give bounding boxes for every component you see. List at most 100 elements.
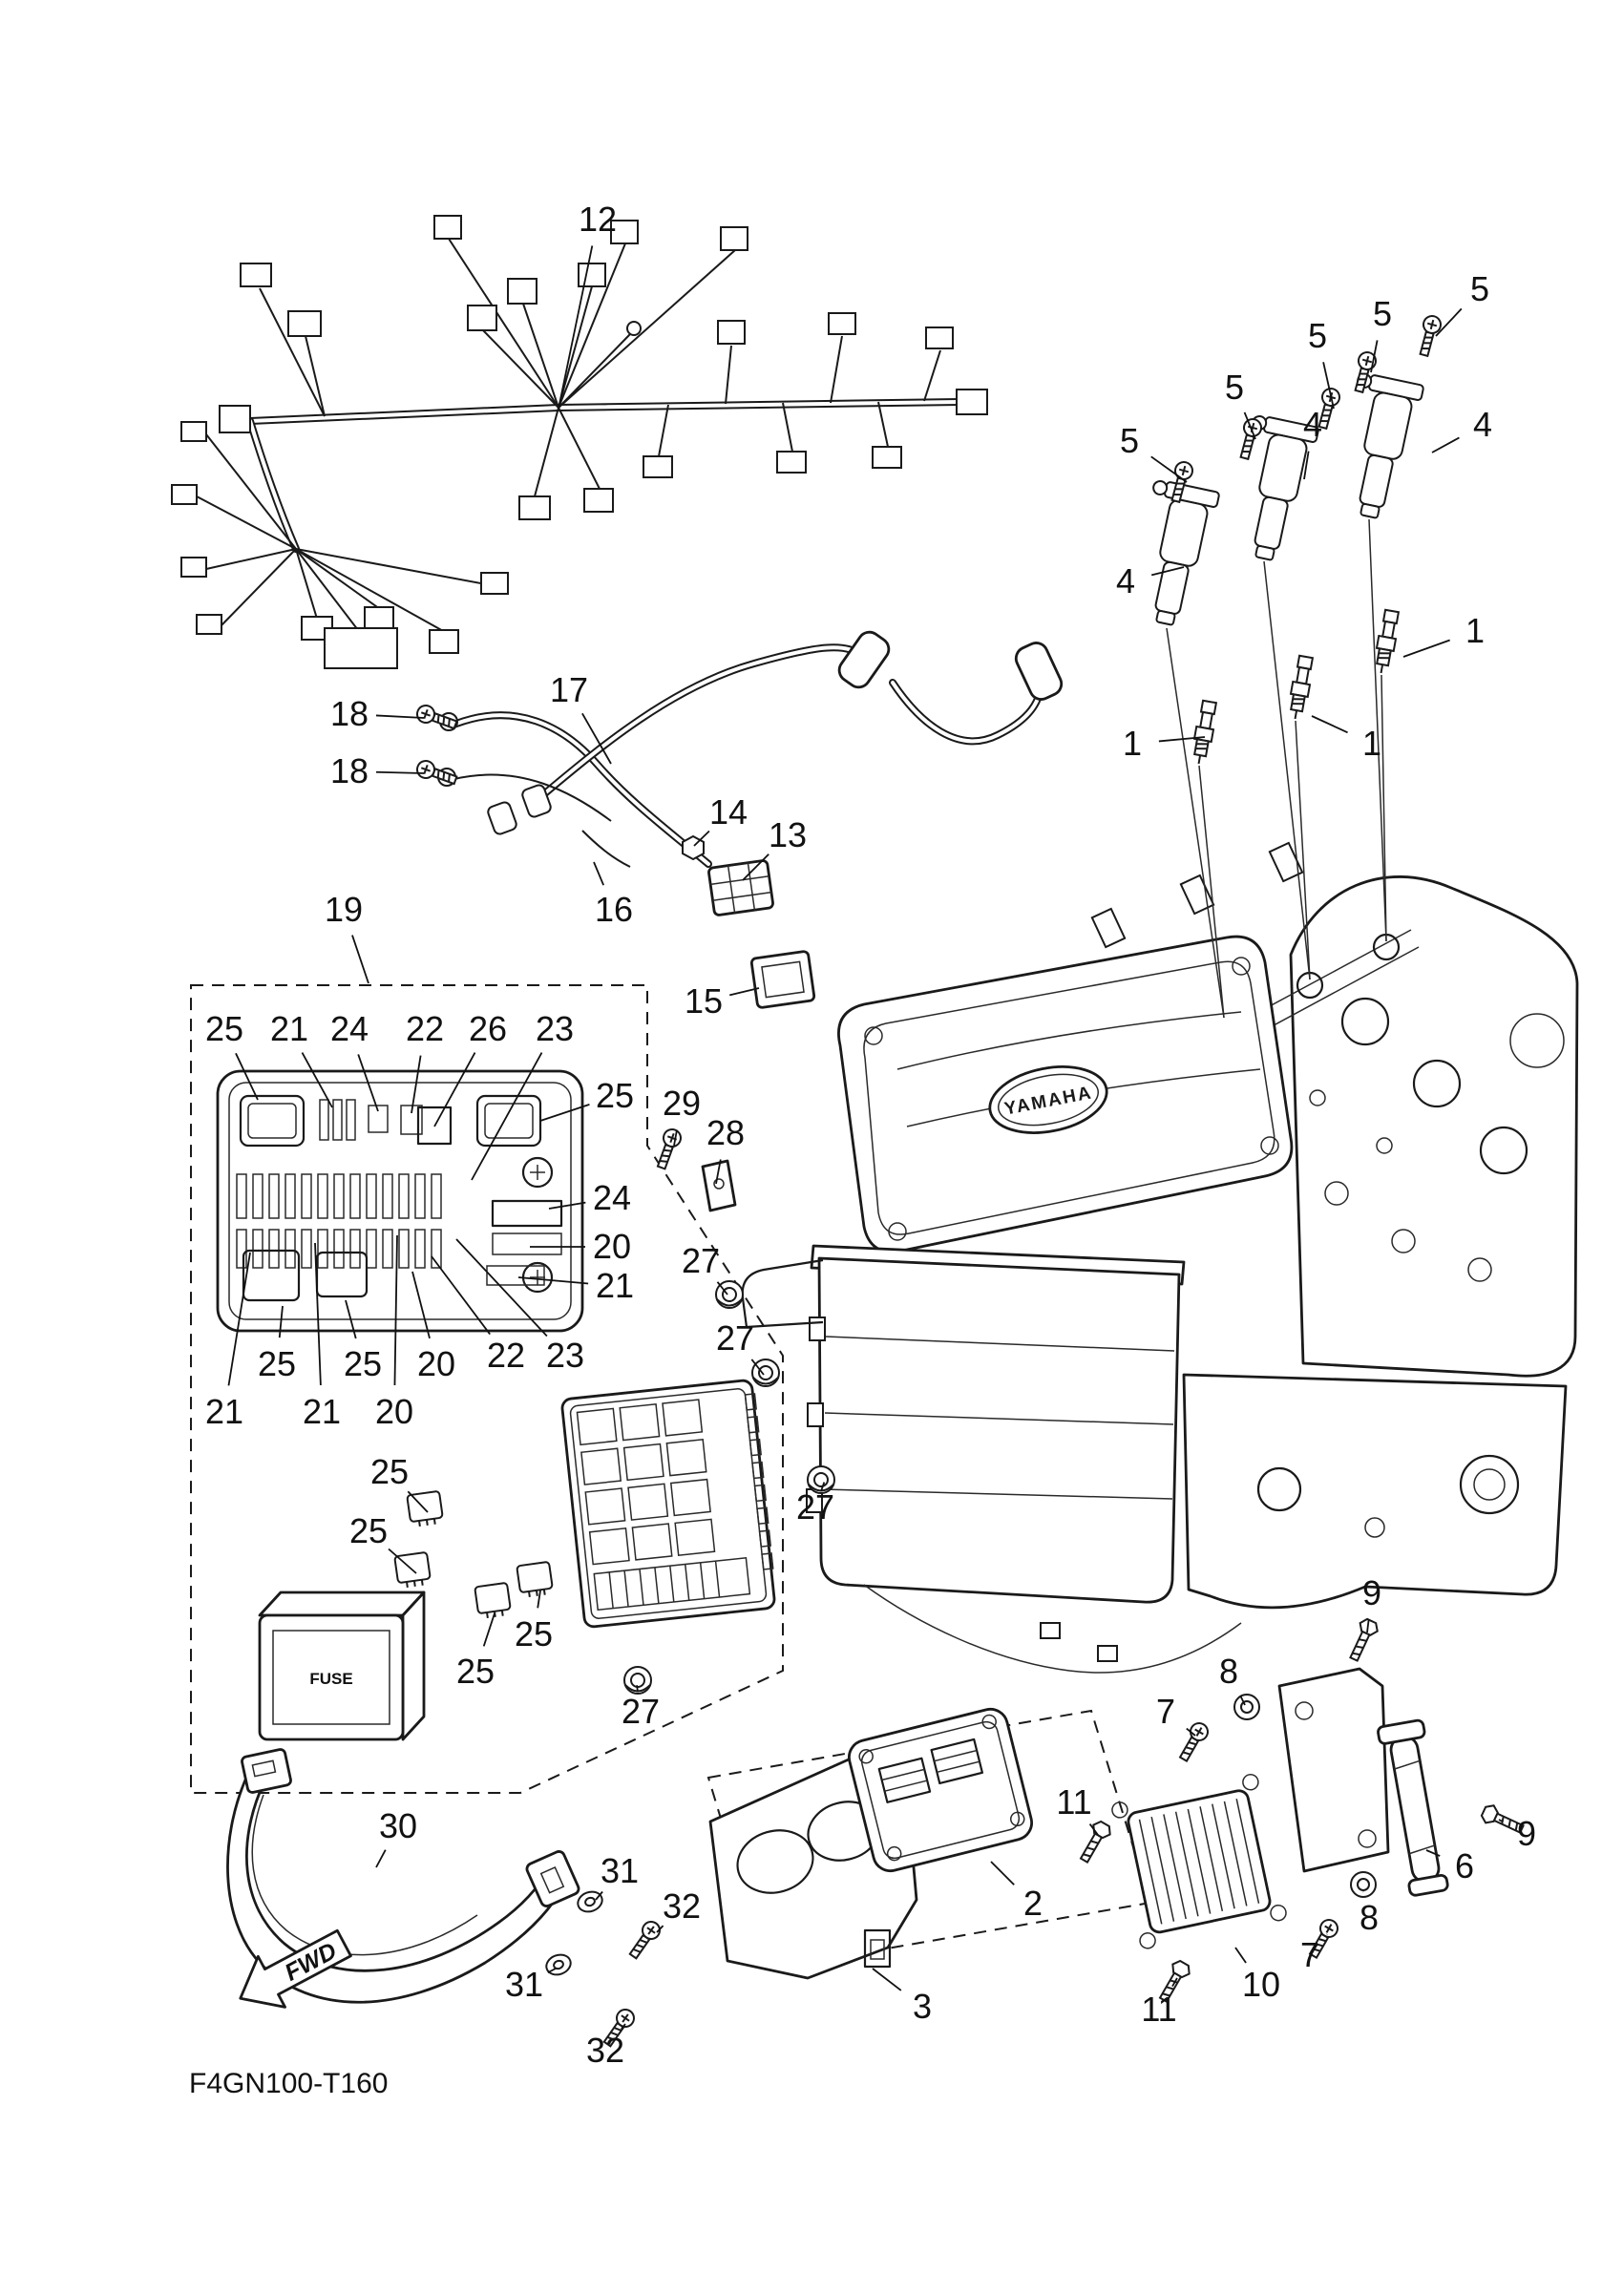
callout-9: 9	[1517, 1814, 1536, 1853]
callout-leader-24	[357, 1054, 379, 1112]
spark-plug	[1285, 654, 1316, 722]
callout-1: 1	[1362, 724, 1381, 763]
callout-17: 17	[550, 670, 588, 709]
callout-leader-3	[872, 1968, 902, 1991]
callout-leader-21	[517, 1276, 589, 1285]
callout-leader-31	[595, 1890, 603, 1901]
callout-leader-25	[278, 1305, 284, 1338]
callout-leader-12	[558, 245, 594, 410]
callout-5: 5	[1470, 269, 1489, 308]
ignition-group	[1125, 312, 1444, 1019]
spacer	[1233, 1694, 1260, 1720]
callout-leader-7	[1186, 1727, 1196, 1737]
wiring-harness	[171, 215, 988, 669]
callout-15: 15	[685, 981, 723, 1021]
fuse-box	[216, 1069, 584, 1333]
callout-22: 22	[406, 1009, 444, 1048]
callout-16: 16	[595, 890, 633, 929]
callout-18: 18	[330, 694, 369, 733]
callout-11: 11	[1056, 1782, 1091, 1822]
callout-leader-24	[548, 1201, 586, 1210]
callout-leader-5	[1435, 307, 1463, 337]
callout-leader-27	[820, 1482, 826, 1492]
callout-leader-10	[1234, 1947, 1247, 1964]
injectors	[1090, 841, 1304, 949]
callout-13: 13	[769, 815, 807, 854]
callout-25: 25	[258, 1344, 296, 1383]
callout-27: 27	[682, 1241, 720, 1280]
relay	[474, 1581, 513, 1621]
coil-bolt	[1414, 312, 1444, 359]
callout-28: 28	[706, 1113, 745, 1152]
bracket-bolt	[1343, 1615, 1381, 1665]
joint-connector	[707, 859, 774, 916]
callout-4: 4	[1303, 405, 1322, 444]
callout-22: 22	[487, 1336, 525, 1375]
callout-3: 3	[913, 1987, 932, 2026]
callout-21: 21	[596, 1266, 634, 1305]
mount-bracket	[1277, 1667, 1449, 1897]
callout-24: 24	[593, 1178, 631, 1217]
callout-leader-11	[1171, 1977, 1178, 1988]
callout-20: 20	[593, 1227, 631, 1266]
callout-leader-18	[375, 770, 425, 774]
spark-plug	[1189, 699, 1219, 767]
callout-2: 2	[1023, 1884, 1043, 1923]
callout-leader-1	[1402, 639, 1450, 658]
callout-leader-5	[1243, 411, 1256, 440]
callout-31: 31	[601, 1851, 639, 1890]
callout-leader-18	[375, 714, 425, 719]
battery-cable-assembly	[413, 630, 1064, 1009]
spark-plug	[1371, 608, 1402, 676]
callout-6: 6	[1455, 1846, 1474, 1885]
callout-18: 18	[330, 751, 369, 790]
callout-7: 7	[1300, 1935, 1319, 1974]
engine-emblem: YAMAHA	[988, 1065, 1108, 1134]
callout-leader-2	[990, 1861, 1015, 1885]
callout-leader-23	[471, 1052, 543, 1181]
callout-32: 32	[586, 2031, 624, 2070]
callout-leader-8	[1239, 1695, 1246, 1706]
callout-leader-6	[1425, 1849, 1441, 1857]
callout-leader-27	[750, 1359, 765, 1376]
callout-leader-5	[1150, 455, 1188, 483]
callout-leader-25	[537, 1590, 541, 1609]
callout-leader-4	[1150, 566, 1185, 577]
callout-5: 5	[1373, 294, 1392, 333]
callout-leader-9	[1498, 1819, 1504, 1822]
cable-boot	[837, 630, 891, 689]
callout-8: 8	[1360, 1898, 1379, 1937]
callout-leader-20	[393, 1234, 398, 1386]
callout-leader-32	[621, 2023, 626, 2031]
callout-27: 27	[622, 1692, 660, 1731]
callout-leader-9	[1366, 1619, 1370, 1633]
callout-leader-27	[636, 1685, 639, 1693]
ignition-coil	[1329, 370, 1425, 523]
callout-leader-5	[1322, 362, 1335, 410]
washer	[574, 1887, 606, 1916]
callout-leader-23	[455, 1238, 548, 1338]
callout-leader-4	[1303, 451, 1310, 480]
callout-leader-26	[433, 1052, 476, 1127]
callout-20: 20	[417, 1344, 455, 1383]
callout-leader-20	[411, 1271, 431, 1339]
callout-5: 5	[1225, 368, 1244, 407]
callout-leader-25	[482, 1612, 495, 1647]
harness-connectors	[171, 215, 988, 669]
rectifier-screw	[1174, 1718, 1212, 1765]
callout-leader-29	[673, 1129, 678, 1147]
spacer	[1350, 1871, 1377, 1898]
callout-25: 25	[596, 1076, 634, 1115]
callout-leader-22	[431, 1255, 491, 1336]
callout-leader-13	[742, 853, 769, 881]
callout-21: 21	[270, 1009, 308, 1048]
callout-14: 14	[709, 792, 748, 832]
callout-12: 12	[579, 200, 617, 239]
relay	[516, 1560, 555, 1600]
junction-box	[560, 1379, 776, 1629]
callout-leader-25	[407, 1490, 429, 1513]
callout-leader-17	[581, 712, 612, 765]
callout-11: 11	[1141, 1990, 1176, 2029]
callout-27: 27	[716, 1318, 754, 1358]
